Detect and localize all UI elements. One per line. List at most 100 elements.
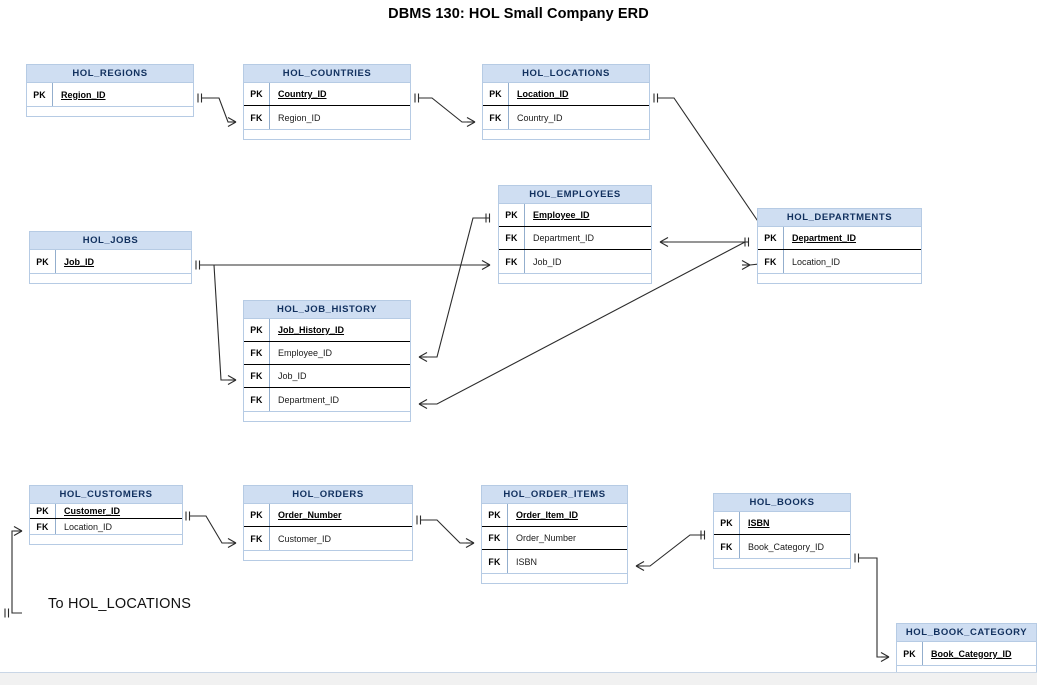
link-customers-orders xyxy=(185,510,237,549)
attribute-name-text: Location_ID xyxy=(64,521,113,532)
key-type-fk: FK xyxy=(714,535,740,558)
attribute-name: Location_ID xyxy=(784,250,921,273)
attribute-name-text: Order_Number xyxy=(516,533,577,543)
entity-title-hol_customers: HOL_CUSTOMERS xyxy=(30,486,182,504)
attribute-name: Job_History_ID xyxy=(270,319,410,341)
entity-title-hol_job_history: HOL_JOB_HISTORY xyxy=(244,301,410,319)
entity-footer xyxy=(30,534,182,544)
entity-footer xyxy=(244,550,412,560)
attribute-name: Region_ID xyxy=(270,106,410,129)
attribute-name-text: Location_ID xyxy=(792,256,841,267)
link-customers-to-locations xyxy=(4,525,23,619)
attribute-name-text: ISBN xyxy=(748,518,770,528)
entity-footer xyxy=(897,665,1036,675)
entity-title-hol_orders: HOL_ORDERS xyxy=(244,486,412,504)
attribute-name: Region_ID xyxy=(53,83,193,106)
key-type-pk: PK xyxy=(482,504,508,526)
attribute-name: Order_Number xyxy=(270,504,412,526)
link-regions-countries xyxy=(197,92,237,128)
page-title: DBMS 130: HOL Small Company ERD xyxy=(388,6,649,22)
attribute-name-text: Department_ID xyxy=(533,233,595,243)
key-type-fk: FK xyxy=(758,250,784,273)
attribute-name-text: Job_ID xyxy=(533,256,562,267)
attribute-name-text: Job_History_ID xyxy=(278,325,345,335)
key-type-fk: FK xyxy=(244,365,270,387)
key-type-pk: PK xyxy=(30,504,56,518)
attribute-name: Location_ID xyxy=(509,83,649,105)
note-to-hol-locations: To HOL_LOCATIONS xyxy=(48,596,192,612)
link-countries-locations xyxy=(414,92,476,128)
link-departments-employees xyxy=(659,236,750,248)
attribute-name-text: Department_ID xyxy=(792,233,857,243)
attribute-row[interactable]: FK Location_ID xyxy=(758,250,921,273)
attribute-row[interactable]: FK Job_ID xyxy=(244,365,410,388)
key-type-pk: PK xyxy=(483,83,509,105)
key-type-fk: FK xyxy=(482,527,508,549)
entity-footer xyxy=(714,558,850,568)
page-bottom-strip xyxy=(0,672,1037,685)
attribute-name: Customer_ID xyxy=(270,527,412,550)
entity-title-hol_employees: HOL_EMPLOYEES xyxy=(499,186,651,204)
attribute-name-text: Employee_ID xyxy=(278,348,333,358)
key-type-pk: PK xyxy=(27,83,53,106)
entity-title-hol_jobs: HOL_JOBS xyxy=(30,232,191,250)
key-type-fk: FK xyxy=(244,388,270,411)
entity-title-hol_order_items: HOL_ORDER_ITEMS xyxy=(482,486,627,504)
attribute-name: Department_ID xyxy=(784,227,921,249)
link-jobs-employees xyxy=(195,259,491,271)
attribute-name: Location_ID xyxy=(56,519,182,534)
key-type-fk: FK xyxy=(244,527,270,550)
attribute-row[interactable]: FK Department_ID xyxy=(499,227,651,250)
attribute-row[interactable]: FK Order_Number xyxy=(482,527,627,550)
attribute-name: ISBN xyxy=(740,512,850,534)
attribute-name: Customer_ID xyxy=(56,504,182,518)
entity-title-hol_countries: HOL_COUNTRIES xyxy=(244,65,410,83)
attribute-name-text: Job_ID xyxy=(278,371,307,381)
key-type-fk: FK xyxy=(499,227,525,249)
attribute-name: Book_Category_ID xyxy=(923,642,1036,665)
attribute-name: Order_Item_ID xyxy=(508,504,627,526)
